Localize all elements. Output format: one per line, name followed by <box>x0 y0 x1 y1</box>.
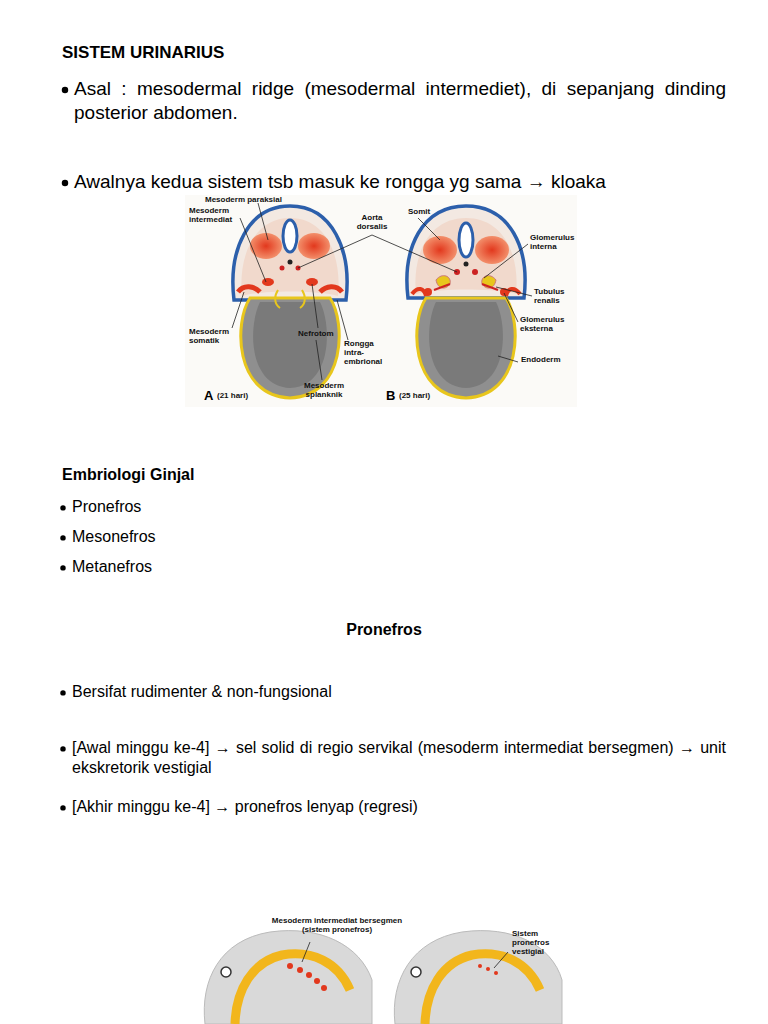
panel-letter: B <box>386 388 395 404</box>
slide-title: SISTEM URINARIUS <box>62 42 224 63</box>
embryo-cross-section-b <box>407 206 525 398</box>
figure-label: Mesoderm somatik <box>189 328 235 346</box>
bullet-text: Pronefros <box>72 497 141 517</box>
bullet-text: Awalnya kedua sistem tsb masuk ke rongga… <box>74 170 726 194</box>
bullet-text: Mesonefros <box>72 527 156 547</box>
bullet-dot <box>60 505 65 510</box>
panel-letter: A <box>204 388 213 404</box>
figure-ground <box>185 195 577 407</box>
bullet-dot <box>60 535 65 540</box>
embryo-lateral-views <box>204 931 562 1024</box>
figure-label: Glomerulus eksterna <box>520 316 570 334</box>
figure-label: Mesoderm intermediat bersegmen (sistem p… <box>262 917 412 935</box>
bullet-text: Bersifat rudimenter & non-fungsional <box>72 682 332 702</box>
bullet-dot <box>60 565 65 570</box>
figure-label: Rongga intra-embrional <box>344 340 384 366</box>
bullet-text: [Awal minggu ke-4] → sel solid di regio … <box>72 738 726 778</box>
bullet-text: Metanefros <box>72 557 152 577</box>
bullet-text: Asal : mesodermal ridge (mesodermal inte… <box>74 77 726 125</box>
bullet-dot <box>62 180 68 186</box>
embryo-cross-section-a <box>233 206 347 398</box>
bullet-dots <box>60 87 68 811</box>
panel-age: (25 hari) <box>399 392 430 401</box>
figure-label: Sistem pronefros vestigial <box>512 930 564 956</box>
bullet-dot <box>60 690 65 695</box>
panel-age: (21 hari) <box>217 392 248 401</box>
figure-label: Somit <box>408 208 430 217</box>
figure-label: Mesoderm paraksial <box>205 196 282 205</box>
bullet-dot <box>60 746 65 751</box>
figure-label: Aorta dorsalis <box>352 214 392 232</box>
figure-label: Tubulus renalis <box>534 288 574 306</box>
figure-label: Mesoderm intermediat <box>189 207 241 225</box>
figure-label: Mesoderm splanknik <box>298 382 350 400</box>
figure-label: Nefrotom <box>298 330 334 339</box>
figure-label: Endoderm <box>521 356 561 365</box>
leader-lines <box>232 203 532 380</box>
bullet-text: [Akhir minggu ke-4] → pronefros lenyap (… <box>72 797 418 817</box>
figure-label: Glomerulus interna <box>530 234 576 252</box>
bullet-dot <box>62 87 68 93</box>
bullet-dot <box>60 805 65 810</box>
section-heading: Pronefros <box>234 620 534 640</box>
section-heading: Embriologi Ginjal <box>62 465 194 485</box>
